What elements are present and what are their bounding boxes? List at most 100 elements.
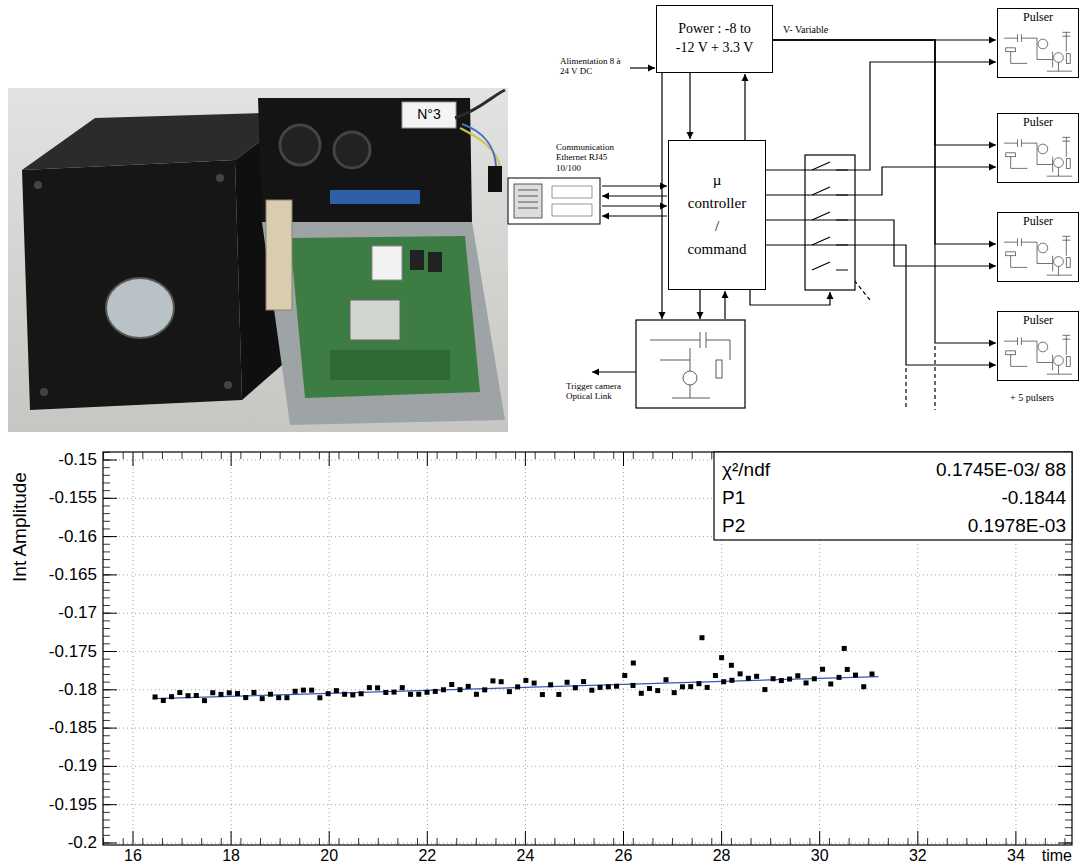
scatter-chart-part — [1065, 827, 1072, 828]
scatter-chart-part — [842, 646, 847, 651]
analog-switch-part — [805, 155, 855, 290]
scatter-chart-part — [1065, 812, 1072, 813]
signal-connector — [766, 220, 996, 266]
pulser-schematic-part-part — [1047, 32, 1072, 71]
scatter-chart-part — [623, 452, 624, 845]
scatter-chart-part — [103, 804, 117, 805]
pulser-schematic-part-part — [1066, 357, 1070, 367]
scatter-chart-part — [103, 789, 110, 790]
scatter-chart-part — [495, 452, 496, 459]
scatter-chart-part — [293, 689, 298, 694]
scatter-chart-part — [309, 688, 314, 693]
scatter-chart-part — [103, 452, 110, 453]
scatter-chart-part — [1065, 582, 1072, 583]
scatter-chart-part — [408, 692, 413, 697]
scatter-chart-part — [339, 838, 340, 845]
analog-switch-part — [812, 237, 848, 245]
device-photo-part — [330, 190, 420, 204]
scatter-chart-part — [329, 452, 330, 845]
device-photo-part — [334, 132, 370, 168]
scatter-chart-part — [201, 452, 202, 459]
y-axis-title: Int Amplitude — [9, 472, 31, 582]
scatter-chart-part — [194, 693, 199, 698]
scatter-chart-part — [103, 475, 110, 476]
scatter-chart-part — [540, 692, 545, 697]
analog-switch-part — [812, 162, 848, 170]
block-diagram-wiring-part — [934, 346, 935, 410]
scatter-chart-part — [1065, 605, 1072, 606]
scatter-chart-part — [425, 690, 430, 695]
scatter-chart-part — [738, 671, 743, 676]
scatter-chart-part — [594, 838, 595, 845]
device-photo-part — [428, 252, 442, 272]
scatter-chart-part — [1065, 643, 1072, 644]
scatter-chart-part — [329, 831, 330, 845]
block-diagram-wiring-part — [602, 185, 667, 186]
power-input-note: Alimentation 8 à 24 V DC — [560, 56, 628, 77]
scatter-chart-part — [133, 831, 134, 845]
scatter-chart-part — [103, 452, 104, 459]
scatter-chart-part — [1045, 838, 1046, 845]
scatter-chart-part — [721, 679, 726, 684]
scatter-chart-part — [787, 677, 792, 682]
scatter-chart-part — [123, 452, 124, 459]
scatter-chart-part — [162, 452, 163, 459]
scatter-chart-part — [1065, 620, 1072, 621]
scatter-chart-part — [231, 452, 232, 845]
trigger-circuit — [636, 320, 745, 408]
scatter-chart-part — [633, 452, 634, 459]
scatter-chart-part — [103, 705, 110, 706]
scatter-chart-part — [554, 838, 555, 845]
scatter-chart-part — [795, 673, 800, 678]
scatter-chart — [103, 452, 1072, 845]
scatter-chart-part — [837, 675, 842, 680]
scatter-chart-part — [721, 831, 722, 845]
scatter-chart-part — [845, 667, 850, 672]
scatter-chart-part — [525, 831, 526, 845]
scatter-chart-part — [103, 728, 1072, 729]
analog-switch-part — [812, 212, 848, 220]
scatter-chart-part — [103, 643, 110, 644]
scatter-chart-part — [437, 452, 438, 459]
scatter-chart-part — [754, 674, 759, 679]
scatter-chart-part — [1065, 697, 1072, 698]
pulser-box: Pulser — [997, 311, 1079, 381]
scatter-chart-part — [1065, 843, 1072, 844]
scatter-chart-part — [680, 684, 685, 689]
scatter-chart-part — [358, 838, 359, 845]
block-diagram-wiring — [592, 68, 935, 410]
pulser-schematic-part — [1004, 137, 1072, 176]
scatter-chart-part — [1065, 751, 1072, 752]
pulser-box: Pulser — [997, 8, 1079, 78]
scatter-chart-part — [103, 544, 110, 545]
pulser-title: Pulser — [1021, 116, 1055, 129]
scatter-chart-part — [103, 513, 110, 514]
scatter-chart-part — [437, 838, 438, 845]
pulser-schematic-part-part — [1011, 157, 1028, 169]
scatter-chart-part — [177, 690, 182, 695]
stats-key: P1 — [722, 487, 745, 509]
scatter-chart-part — [103, 460, 117, 461]
scatter-chart-part — [853, 673, 858, 678]
device-photo-part — [262, 222, 505, 425]
scatter-chart-part — [339, 452, 340, 459]
scatter-chart-part — [417, 838, 418, 845]
scatter-chart-part — [182, 838, 183, 845]
scatter-chart-part — [1065, 743, 1072, 744]
scatter-chart-part — [1058, 689, 1072, 690]
y-tick-label: -0.15 — [58, 450, 97, 470]
pulser-schematic-part-part — [1054, 53, 1064, 63]
pulser-title: Pulser — [1021, 314, 1055, 327]
scatter-chart-part — [482, 687, 487, 692]
scatter-chart-part — [334, 688, 339, 693]
trigger-circuit-part — [660, 348, 710, 398]
scatter-chart-part — [1065, 651, 1072, 652]
x-tick-label: 32 — [909, 847, 927, 865]
scatter-chart-part — [350, 692, 355, 697]
scatter-chart-part — [103, 452, 1072, 845]
scatter-chart-part — [525, 452, 526, 845]
microcontroller-box: µ controller / command — [668, 140, 766, 290]
scatter-chart-part — [103, 521, 110, 522]
pulser-schematic-part — [1004, 335, 1072, 374]
